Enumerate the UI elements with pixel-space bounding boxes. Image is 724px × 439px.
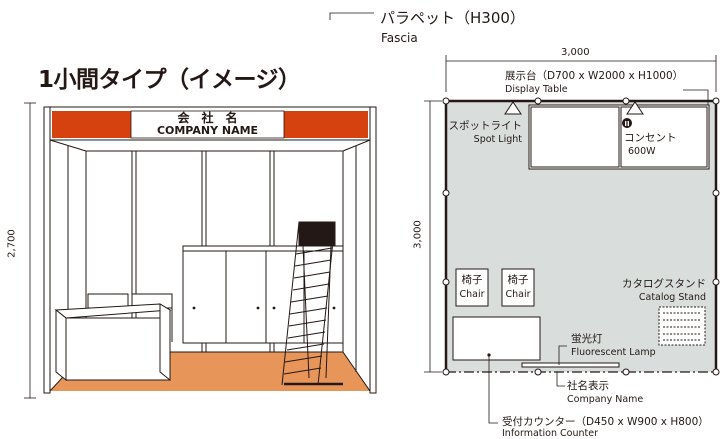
depth-dimension: 3,000 [412,220,424,249]
storage-cabinet [182,245,344,344]
catalog-stand [281,221,343,386]
right-post [369,106,377,394]
chair-label-1: 椅子 [461,274,483,286]
chair-label-1-en: Chair [459,289,485,300]
display-table-label: 展示台（D700 x W2000 x H1000） [505,70,684,82]
company-sign-en: COMPANY NAME [156,124,259,137]
spot-light-label: スポットライト [448,120,523,132]
company-sign-panel [130,110,285,139]
plan-chair-1 [455,268,489,307]
outlet-label-en: 600W [628,146,656,157]
lamp-label-en: Fluorescent Lamp [571,347,656,358]
plan-catalog-stand [658,306,706,346]
outlet-label: コンセント [624,132,677,144]
perspective-chairs [87,293,173,342]
fascia-label: パラペット（H300） [380,9,525,27]
height-dimension: 2,700 [6,229,18,258]
perspective-counter [54,303,172,382]
fascia-red-right [284,111,368,138]
spot-light-icon [626,101,644,115]
company-sign-jp: 会 社 名 [177,111,238,125]
catalog-stand-label: カタログスタンド [622,278,706,290]
width-dimension: 3,000 [561,47,590,58]
fascia-red-left [52,111,131,138]
company-name-label-en: Company Name [567,394,644,405]
counter-label: 受付カウンター（D450 x W900 x H800） [502,416,709,428]
spot-light-icon [504,101,522,115]
spot-light-label-en: Spot Light [473,134,522,145]
svg-text:II: II [624,120,629,128]
outlet-icon [622,118,632,128]
fascia-label-en: Fascia [381,31,418,45]
plan-walls [444,99,718,372]
chair-label-2: 椅子 [507,274,529,286]
plan-chair-2 [501,268,535,307]
plan-fluorescent-lamp [521,362,620,368]
plan-info-counter [452,316,541,361]
lamp-label: 蛍光灯 [571,333,603,345]
display-table-label-en: Display Table [505,84,568,95]
plan-display-table [528,104,710,170]
page-title: 1小間タイプ（イメージ） [38,67,301,93]
counter-label-en: Information Counter [502,428,598,439]
height-dimension-line [24,102,36,399]
catalog-stand-label-en: Catalog Stand [638,292,706,303]
chair-label-2-en: Chair [505,289,531,300]
left-post [43,106,51,394]
company-name-label: 社名表示 [567,380,609,392]
